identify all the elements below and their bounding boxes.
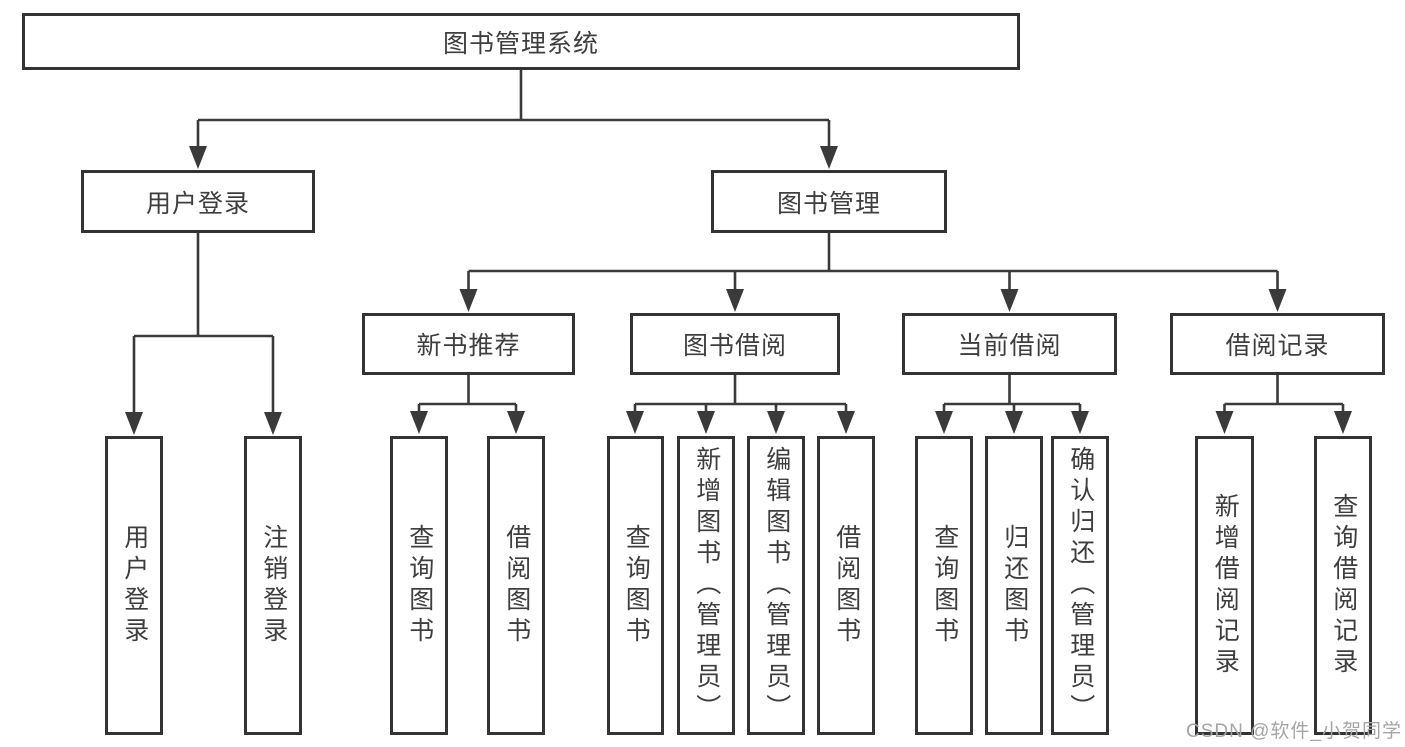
leaf-confirm-return-admin-label: 确认归还（管理员） bbox=[1066, 446, 1095, 725]
connector-root-to-level2 bbox=[189, 70, 838, 169]
leaf-logout: 注销登录 bbox=[244, 436, 302, 735]
leaf-add-borrow-record: 新增借阅记录 bbox=[1195, 436, 1254, 735]
leaf-query-books-1-label: 查询图书 bbox=[405, 523, 434, 648]
connector-book-borrowing-to-leaves bbox=[626, 375, 855, 434]
connector-borrowing-records-to-leaves bbox=[1215, 375, 1352, 434]
node-book-borrowing: 图书借阅 bbox=[630, 313, 840, 375]
leaf-query-borrow-record: 查询借阅记录 bbox=[1314, 436, 1372, 735]
leaf-query-books-1: 查询图书 bbox=[390, 436, 448, 735]
leaf-query-books-2: 查询图书 bbox=[607, 436, 664, 735]
node-new-book-recommendation-label: 新书推荐 bbox=[416, 332, 521, 360]
connector-user-login-to-leaves bbox=[125, 233, 282, 435]
leaf-borrow-books-2: 借阅图书 bbox=[817, 436, 875, 735]
leaf-add-book-admin-label: 新增图书（管理员） bbox=[692, 446, 721, 725]
connector-current-borrowing-to-leaves bbox=[935, 375, 1089, 434]
leaf-add-book-admin: 新增图书（管理员） bbox=[677, 436, 735, 735]
node-book-management: 图书管理 bbox=[711, 170, 947, 233]
leaf-borrow-books-1-label: 借阅图书 bbox=[502, 523, 531, 648]
leaf-query-books-3: 查询图书 bbox=[915, 436, 973, 735]
leaf-edit-book-admin: 编辑图书（管理员） bbox=[747, 436, 805, 735]
connector-book-management-to-level3 bbox=[459, 233, 1287, 312]
leaf-borrow-books-1: 借阅图书 bbox=[487, 436, 545, 735]
node-current-borrowing: 当前借阅 bbox=[902, 313, 1117, 375]
leaf-query-borrow-record-label: 查询借阅记录 bbox=[1329, 492, 1358, 679]
leaf-confirm-return-admin: 确认归还（管理员） bbox=[1051, 436, 1109, 735]
leaf-query-books-2-label: 查询图书 bbox=[622, 523, 651, 648]
node-user-login: 用户登录 bbox=[81, 170, 315, 233]
leaf-logout-label: 注销登录 bbox=[259, 523, 288, 648]
leaf-query-books-3-label: 查询图书 bbox=[930, 523, 959, 648]
node-borrowing-records-label: 借阅记录 bbox=[1225, 332, 1330, 360]
leaf-borrow-books-2-label: 借阅图书 bbox=[832, 523, 861, 648]
node-borrowing-records: 借阅记录 bbox=[1170, 313, 1385, 375]
node-current-borrowing-label: 当前借阅 bbox=[957, 332, 1062, 360]
leaf-user-login: 用户登录 bbox=[105, 436, 163, 735]
node-book-management-label: 图书管理 bbox=[776, 189, 881, 218]
leaf-return-book: 归还图书 bbox=[985, 436, 1043, 735]
leaf-user-login-label: 用户登录 bbox=[120, 523, 149, 648]
node-user-login-label: 用户登录 bbox=[145, 189, 250, 218]
connector-new-book-recommendation-to-leaves bbox=[410, 375, 525, 434]
leaf-return-book-label: 归还图书 bbox=[1000, 523, 1029, 648]
node-library-management-system: 图书管理系统 bbox=[22, 13, 1020, 70]
csdn-watermark: CSDN @软件_小贺同学 bbox=[1186, 721, 1402, 742]
node-new-book-recommendation: 新书推荐 bbox=[362, 313, 575, 375]
leaf-add-borrow-record-label: 新增借阅记录 bbox=[1211, 492, 1240, 679]
node-book-borrowing-label: 图书借阅 bbox=[682, 332, 787, 360]
node-library-management-system-label: 图书管理系统 bbox=[442, 29, 599, 58]
leaf-edit-book-admin-label: 编辑图书（管理员） bbox=[762, 446, 791, 725]
